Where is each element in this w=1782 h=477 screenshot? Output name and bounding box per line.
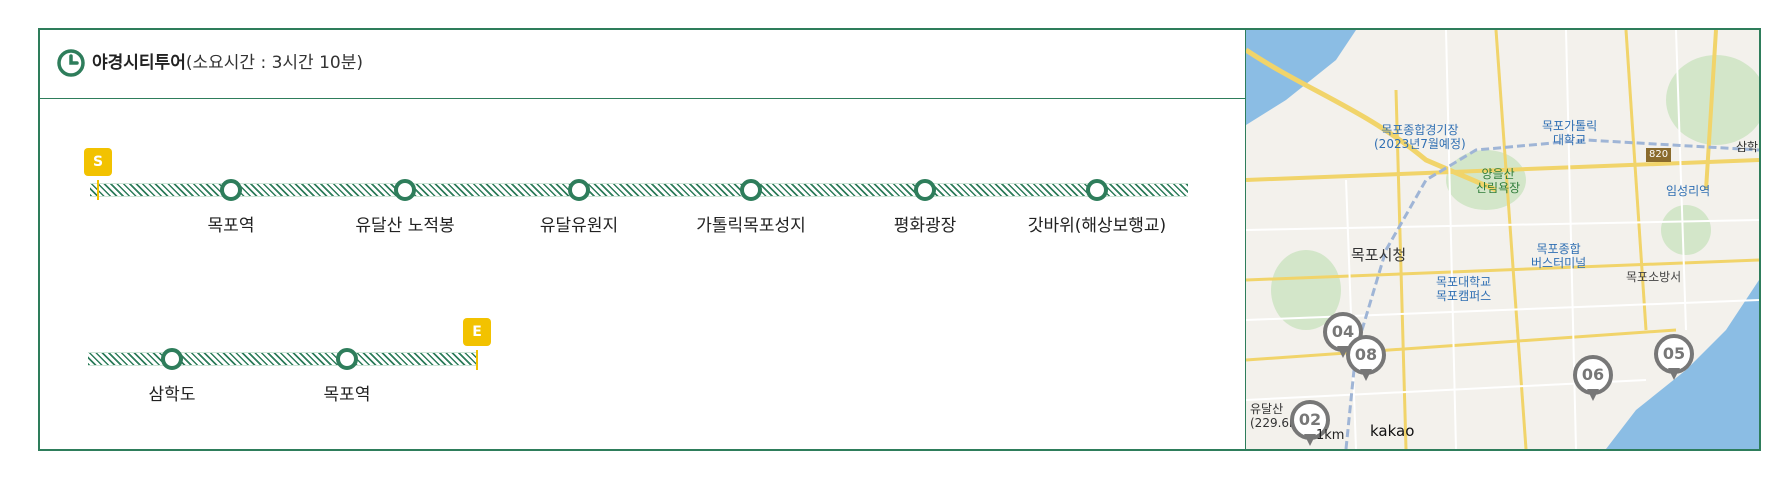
kakao-logo[interactable]: kakao — [1370, 422, 1415, 440]
map-marker[interactable]: 05 — [1654, 334, 1694, 382]
map-marker-label[interactable]: 06 — [1573, 355, 1613, 395]
map-label-stadium: 목포종합경기장(2023년7월예정) — [1374, 123, 1466, 151]
map-label-road: 820 — [1646, 148, 1672, 162]
route-stop[interactable] — [914, 179, 936, 201]
route-stop[interactable] — [568, 179, 590, 201]
route-stop[interactable] — [161, 348, 183, 370]
start-flag-pole — [97, 180, 99, 200]
page-title: 야경시티투어(소요시간 : 3시간 10분) — [92, 51, 363, 75]
end-flag: E — [463, 318, 491, 346]
tour-name: 야경시티투어 — [92, 53, 186, 73]
route-stop-label[interactable]: 유달산 노적봉 — [355, 216, 455, 236]
route-diagram: S 목포역 유달산 노적봉 유달유원지 가톨릭목포성지 평화광장 갓바위(해상보… — [40, 30, 1245, 449]
map-marker-label[interactable]: 02 — [1290, 400, 1330, 440]
route-stop-label[interactable]: 목포역 — [323, 385, 371, 405]
map-marker[interactable]: 08 — [1346, 335, 1386, 383]
map-marker[interactable]: 02 — [1290, 400, 1330, 448]
route-stop-label[interactable]: 갓바위(해상보행교) — [1027, 216, 1167, 236]
end-flag-pole — [476, 350, 478, 370]
map-label-city-hall: 목포시청 — [1351, 246, 1407, 264]
tour-duration: (소요시간 : 3시간 10분) — [185, 53, 363, 73]
map-scale: 1km — [1316, 428, 1345, 443]
map-canvas[interactable] — [1246, 30, 1759, 449]
tour-panel: 야경시티투어(소요시간 : 3시간 10분) S 목포역 유달산 노적봉 유달유… — [38, 28, 1761, 451]
route-stop-label[interactable]: 목포역 — [207, 216, 255, 236]
clock-icon — [57, 49, 85, 77]
route-stop[interactable] — [336, 348, 358, 370]
route-track-row1 — [90, 183, 1188, 197]
route-stop-label[interactable]: 삼학도 — [148, 385, 196, 405]
route-stop-label[interactable]: 가톨릭목포성지 — [696, 216, 806, 236]
map-marker[interactable]: 06 — [1573, 355, 1613, 403]
start-flag: S — [84, 148, 112, 176]
route-section: 야경시티투어(소요시간 : 3시간 10분) S 목포역 유달산 노적봉 유달유… — [40, 30, 1246, 449]
route-stop[interactable] — [740, 179, 762, 201]
route-stop-label[interactable]: 유달유원지 — [539, 216, 619, 236]
map-marker-label[interactable]: 08 — [1346, 335, 1386, 375]
route-stop-label[interactable]: 평화광장 — [893, 216, 957, 236]
route-stop[interactable] — [220, 179, 242, 201]
route-stop[interactable] — [1086, 179, 1108, 201]
map-label-fire: 목포소방서 — [1626, 270, 1682, 284]
route-stop[interactable] — [394, 179, 416, 201]
map-label-station: 임성리역 — [1666, 184, 1711, 198]
map-label-samhak: 삼학 — [1736, 140, 1759, 154]
route-track-row2 — [88, 352, 478, 366]
tour-header: 야경시티투어(소요시간 : 3시간 10분) — [40, 30, 1245, 99]
